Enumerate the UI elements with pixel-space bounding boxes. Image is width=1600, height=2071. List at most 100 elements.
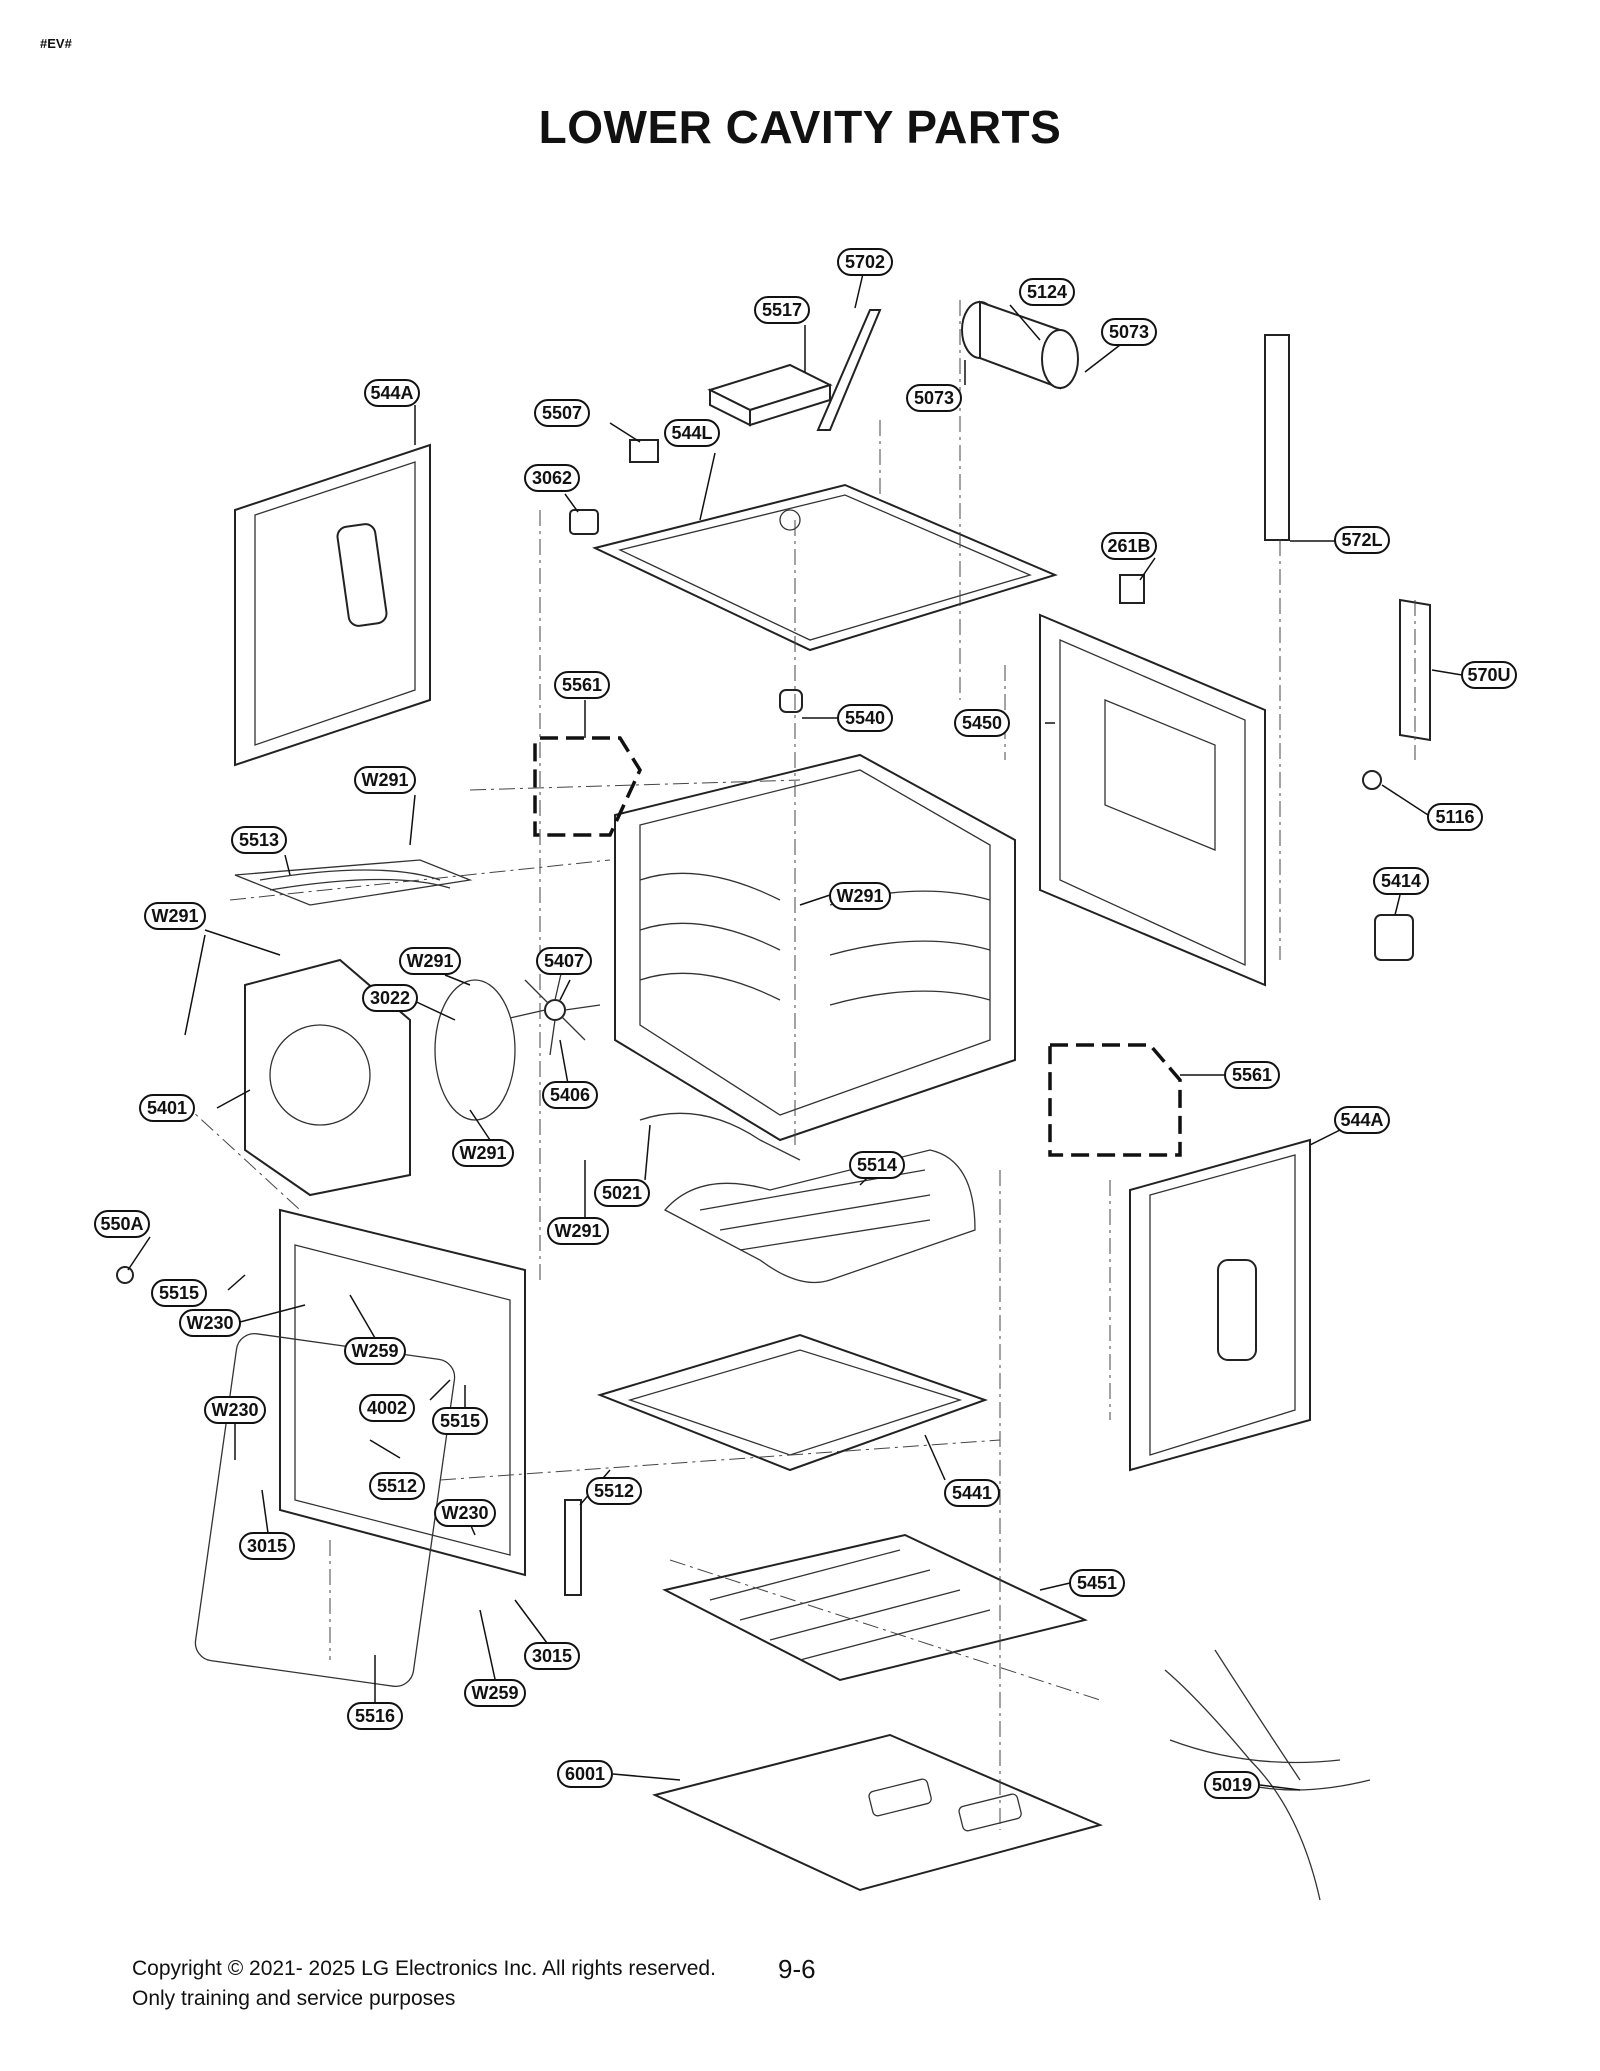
convection-cover-5401 (244, 958, 411, 1197)
part-5116 (1362, 770, 1382, 790)
svg-text:5517: 5517 (762, 300, 802, 320)
callouts: 5702 5124 5517 5073 5073 544A 5507 544L … (94, 248, 1517, 1799)
svg-text:5514: 5514 (857, 1155, 897, 1175)
callout-5516: 5516 (347, 1702, 403, 1730)
part-3062 (569, 509, 599, 535)
callout-544A-lower: 544A (1334, 1106, 1390, 1134)
callout-5512-right: 5512 (586, 1477, 642, 1505)
usage-note: Only training and service purposes (132, 1987, 456, 2010)
svg-text:544A: 544A (1340, 1110, 1383, 1130)
svg-text:5124: 5124 (1027, 282, 1067, 302)
callout-5451: 5451 (1069, 1569, 1125, 1597)
svg-text:W291: W291 (459, 1143, 506, 1163)
svg-text:W291: W291 (406, 951, 453, 971)
svg-text:4002: 4002 (367, 1398, 407, 1418)
svg-text:W291: W291 (554, 1221, 601, 1241)
svg-text:W291: W291 (836, 886, 883, 906)
callout-5515-a: 5515 (151, 1279, 207, 1307)
footer: Copyright © 2021- 2025 LG Electronics In… (132, 1954, 716, 2014)
part-5507 (629, 439, 659, 463)
callout-5124: 5124 (1019, 278, 1075, 306)
callout-5073-right: 5073 (1101, 318, 1157, 346)
part-5021 (639, 1112, 801, 1161)
callout-5441: 5441 (944, 1479, 1000, 1507)
svg-text:5441: 5441 (952, 1483, 992, 1503)
callout-5515-b: 5515 (432, 1407, 488, 1435)
callout-5561-upper: 5561 (554, 671, 610, 699)
callout-5401: 5401 (139, 1094, 195, 1122)
svg-text:6001: 6001 (565, 1764, 605, 1784)
callout-5514: 5514 (849, 1151, 905, 1179)
svg-text:5540: 5540 (845, 708, 885, 728)
svg-text:5515: 5515 (440, 1411, 480, 1431)
page-number: 9-6 (778, 1954, 816, 1984)
broil-element-5513 (234, 859, 473, 906)
callout-6001: 6001 (557, 1760, 613, 1788)
svg-text:5512: 5512 (377, 1476, 417, 1496)
callout-5414: 5414 (1373, 867, 1429, 895)
callout-w291-f: W291 (547, 1217, 609, 1245)
callout-3015-left: 3015 (239, 1532, 295, 1560)
callout-261B: 261B (1101, 532, 1157, 560)
svg-text:W230: W230 (441, 1503, 488, 1523)
svg-text:W230: W230 (186, 1313, 233, 1333)
svg-text:5507: 5507 (542, 403, 582, 423)
callout-w230-a: W230 (179, 1309, 241, 1337)
svg-text:W291: W291 (151, 906, 198, 926)
top-panel-544L (592, 483, 1058, 652)
svg-text:5019: 5019 (1212, 1775, 1252, 1795)
callout-5517: 5517 (754, 296, 810, 324)
front-frame (279, 1208, 526, 1577)
header-tag: #EV# (40, 36, 72, 51)
part-5414 (1374, 914, 1414, 961)
callout-5021: 5021 (594, 1179, 650, 1207)
control-group-5561-lower (1048, 1043, 1182, 1157)
callout-5407: 5407 (536, 947, 592, 975)
svg-text:5516: 5516 (355, 1706, 395, 1726)
rear-panel-5450 (1039, 613, 1266, 987)
svg-text:3015: 3015 (532, 1646, 572, 1666)
svg-text:5073: 5073 (1109, 322, 1149, 342)
callout-5561-lower: 5561 (1224, 1061, 1280, 1089)
svg-text:3022: 3022 (370, 988, 410, 1008)
control-group-5561-upper (533, 736, 642, 837)
svg-text:544L: 544L (671, 423, 712, 443)
svg-text:5073: 5073 (914, 388, 954, 408)
svg-text:5515: 5515 (159, 1283, 199, 1303)
page-title: LOWER CAVITY PARTS (538, 101, 1062, 153)
svg-text:5561: 5561 (562, 675, 602, 695)
part-drawings (116, 300, 1431, 1901)
svg-text:3062: 3062 (532, 468, 572, 488)
svg-text:W291: W291 (361, 770, 408, 790)
callout-5512-left: 5512 (369, 1472, 425, 1500)
svg-text:5561: 5561 (1232, 1065, 1272, 1085)
svg-text:5450: 5450 (962, 713, 1002, 733)
callout-w291-b: W291 (144, 902, 206, 930)
part-5540 (779, 689, 803, 713)
callout-w291-a: W291 (354, 766, 416, 794)
wire-harness-5019 (1164, 1649, 1371, 1901)
callout-3062: 3062 (524, 464, 580, 492)
svg-text:5451: 5451 (1077, 1573, 1117, 1593)
callout-5702: 5702 (837, 248, 893, 276)
svg-text:5513: 5513 (239, 830, 279, 850)
bake-element-5514 (663, 1149, 976, 1284)
svg-text:544A: 544A (370, 383, 413, 403)
callout-4002: 4002 (359, 1394, 415, 1422)
base-6001 (652, 1733, 1104, 1892)
callout-570U: 570U (1461, 661, 1517, 689)
svg-text:261B: 261B (1107, 536, 1150, 556)
svg-text:550A: 550A (100, 1214, 143, 1234)
svg-text:3015: 3015 (247, 1536, 287, 1556)
svg-text:5512: 5512 (594, 1481, 634, 1501)
callout-w259-b: W259 (464, 1679, 526, 1707)
svg-text:W230: W230 (211, 1400, 258, 1420)
callout-5513: 5513 (231, 826, 287, 854)
copyright-text: Copyright © 2021- 2025 LG Electronics In… (132, 1957, 716, 1980)
part-572L (1264, 334, 1290, 541)
panel-5451 (662, 1533, 1088, 1682)
oven-cavity (614, 753, 1016, 1142)
svg-text:5021: 5021 (602, 1183, 642, 1203)
fan-blade-5407 (509, 964, 601, 1056)
